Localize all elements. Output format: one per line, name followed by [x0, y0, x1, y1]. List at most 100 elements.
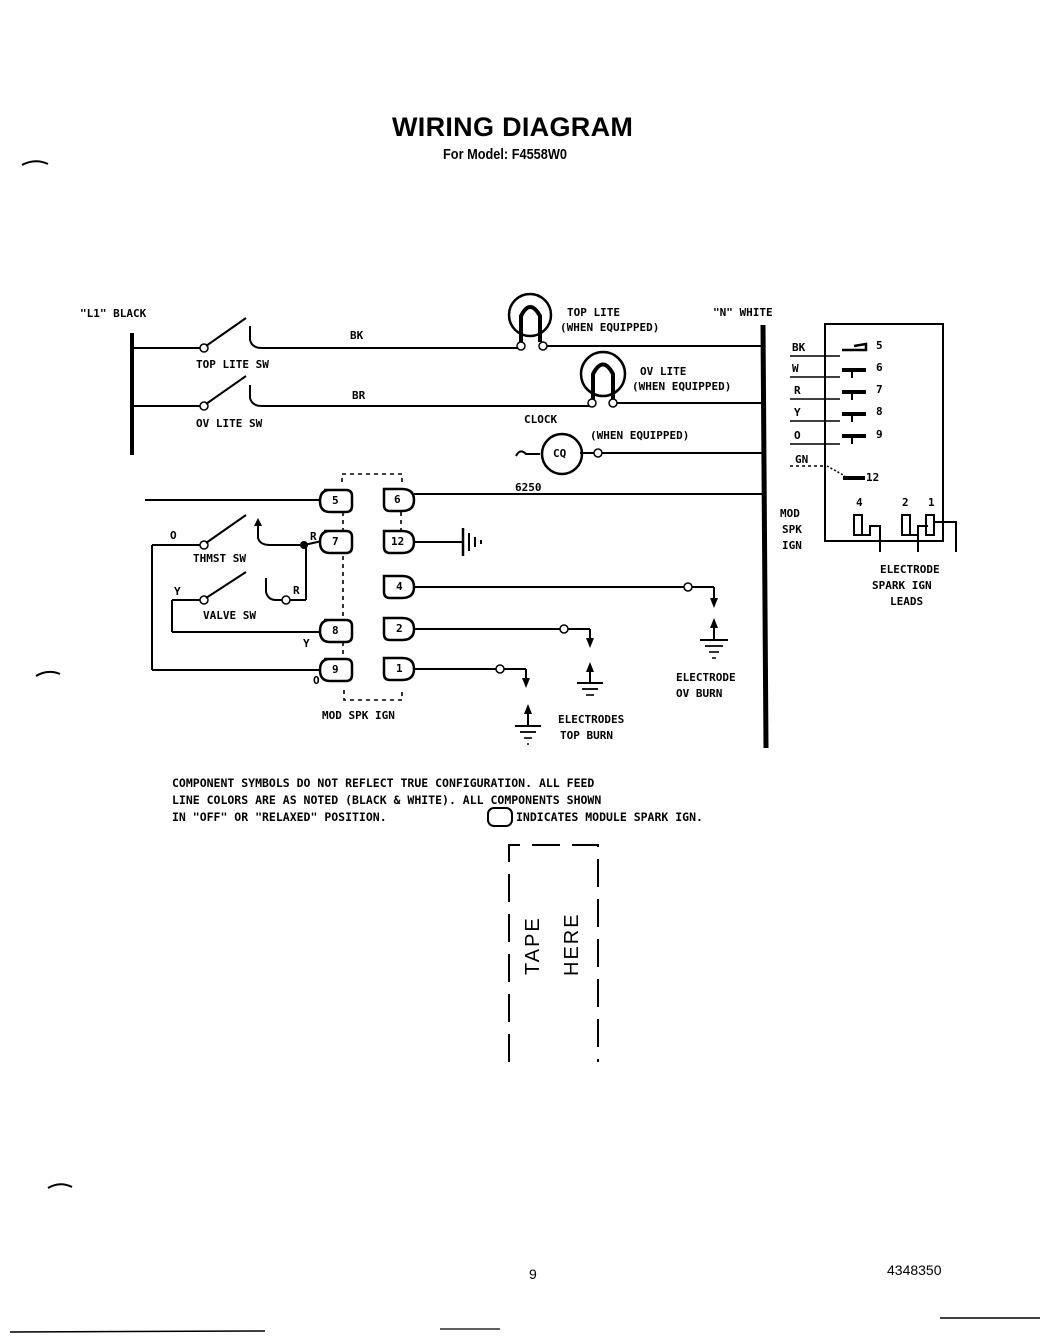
terminal-1: [382, 656, 416, 682]
wire-letter-r: R: [310, 530, 317, 543]
connector-box: [824, 323, 944, 542]
terminal-2-num: 2: [396, 622, 403, 635]
top-lite-label: TOP LITE: [567, 306, 620, 319]
terminal-7-num: 7: [332, 535, 339, 548]
conn-wire-o: O: [794, 429, 801, 442]
clock-lead: [515, 450, 540, 457]
module-outline-top: [341, 473, 403, 486]
conn-wire-r: R: [794, 384, 801, 397]
conn-pin-12: 12: [866, 471, 880, 484]
ov-lite-lamp-icon: [579, 350, 627, 398]
mod-side-label-1: MOD: [780, 507, 800, 520]
conn-pin-7: 7: [876, 383, 883, 396]
terminal-2: [382, 616, 416, 642]
ov-lite-terminal-b: [608, 398, 618, 408]
top-electrode-icon-b: [524, 704, 532, 714]
ov-lite-terminal-a: [587, 398, 597, 408]
electrodes-top-label-2: TOP BURN: [560, 729, 613, 742]
conn-pin-8: 8: [876, 405, 883, 418]
l1-label: "L1" BLACK: [80, 307, 147, 320]
conn-wire-w: W: [792, 362, 799, 375]
module-terminals-left: [318, 488, 354, 683]
margin-mark: [35, 670, 61, 677]
terminal-8: [318, 618, 354, 644]
conn-bottom-pin-1: 1: [928, 496, 935, 509]
conn-pin-9: 9: [876, 428, 883, 441]
thmst-sw-label: THMST SW: [193, 552, 246, 565]
top-lite-terminal-a: [516, 341, 526, 351]
conn-bottom-pin-4: 4: [856, 496, 863, 509]
terminal-4-num: 4: [396, 580, 403, 593]
conn-bottom-pin-2: 2: [902, 496, 909, 509]
tape-label: TAPE: [522, 916, 544, 975]
wire-letter-y-pin8: Y: [303, 637, 310, 650]
electrode-ov-label-1: ELECTRODE: [676, 671, 736, 684]
wire-bk-label: BK: [350, 329, 364, 342]
wire-letter-o-pin9: O: [313, 674, 320, 687]
clock-label: CLOCK: [524, 413, 558, 426]
terminal-5: [318, 488, 354, 514]
top-spark-arrow-icon: [586, 638, 594, 648]
clock-code: CQ: [553, 447, 567, 460]
margin-mark: [21, 160, 49, 166]
note-line-3: IN "OFF" OR "RELAXED" POSITION.: [172, 810, 387, 824]
top-lite-terminal-b: [538, 341, 548, 351]
conn-wire-y: Y: [794, 406, 801, 419]
terminal-9-num: 9: [332, 663, 339, 676]
module-outline-bottom: [343, 690, 403, 701]
terminal-6-num: 6: [394, 493, 401, 506]
terminal-4: [382, 574, 416, 600]
neutral-bus: [760, 324, 769, 749]
ov-lite-filament: [591, 362, 615, 399]
electrode-ov-label-2: OV BURN: [676, 687, 723, 700]
tape-here-box: [508, 844, 599, 1062]
terminal-9: [318, 657, 354, 683]
pin-blade-12: [843, 476, 865, 480]
wire-br-label: BR: [352, 389, 366, 402]
spark-plug-2: [901, 514, 911, 536]
thmst-sw-terminal: [257, 520, 300, 546]
note-line-2: LINE COLORS ARE AS NOTED (BLACK & WHITE)…: [172, 793, 602, 807]
mod-side-label-2: SPK: [782, 523, 802, 536]
conn-wire-bk: BK: [792, 341, 806, 354]
pin-blade-7: [842, 390, 866, 394]
margin-mark: [47, 1183, 73, 1189]
ov-lite-equipped: (WHEN EQUIPPED): [632, 380, 732, 393]
conn-pin-6: 6: [876, 361, 883, 374]
ov-lite-label: OV LITE: [640, 365, 687, 378]
pin-blade-6: [842, 368, 866, 372]
clock-equipped: (WHEN EQUIPPED): [590, 429, 690, 442]
spark-plug-4: [853, 514, 863, 536]
valve-sw-blade: [205, 571, 247, 599]
spark-leads-label-1: ELECTRODE: [880, 563, 940, 576]
terminal-6: [382, 487, 416, 513]
page-title: WIRING DIAGRAM: [392, 112, 634, 142]
pin-blade-9: [842, 434, 866, 438]
ov-lite-sw-label: OV LITE SW: [196, 417, 263, 430]
top-lite-lamp-icon: [507, 292, 553, 338]
here-label: HERE: [561, 912, 583, 976]
pin-blade-8: [842, 412, 866, 416]
terminal-12: [382, 529, 416, 555]
conn-wire-gn: GN: [795, 453, 809, 466]
note-line-4: INDICATES MODULE SPARK IGN.: [516, 810, 703, 824]
top-lite-filament: [519, 305, 542, 342]
scan-line: [9, 1330, 266, 1333]
ov-spark-arrow-icon: [710, 598, 718, 608]
valve-sw-label: VALVE SW: [203, 609, 256, 622]
mod-side-label-3: IGN: [782, 539, 802, 552]
top-lite-equipped: (WHEN EQUIPPED): [560, 321, 660, 334]
terminal-7: [318, 529, 354, 555]
terminal-1-num: 1: [396, 662, 403, 675]
model-subtitle: For Model: F4558W0: [443, 146, 567, 163]
ov-lite-sw-blade: [205, 375, 247, 405]
conn-pin-5: 5: [876, 339, 883, 352]
mod-spk-ign-label: MOD SPK IGN: [322, 709, 395, 722]
electrodes-top-label-1: ELECTRODES: [558, 713, 625, 726]
terminal-12-num: 12: [391, 535, 405, 548]
n-white-label: "N" WHITE: [713, 306, 773, 319]
wire-letter-o: O: [170, 529, 177, 542]
part-number: 4348350: [887, 1262, 942, 1278]
top-lite-sw-label: TOP LITE SW: [196, 358, 269, 371]
resistor-code: 6250: [515, 481, 542, 494]
